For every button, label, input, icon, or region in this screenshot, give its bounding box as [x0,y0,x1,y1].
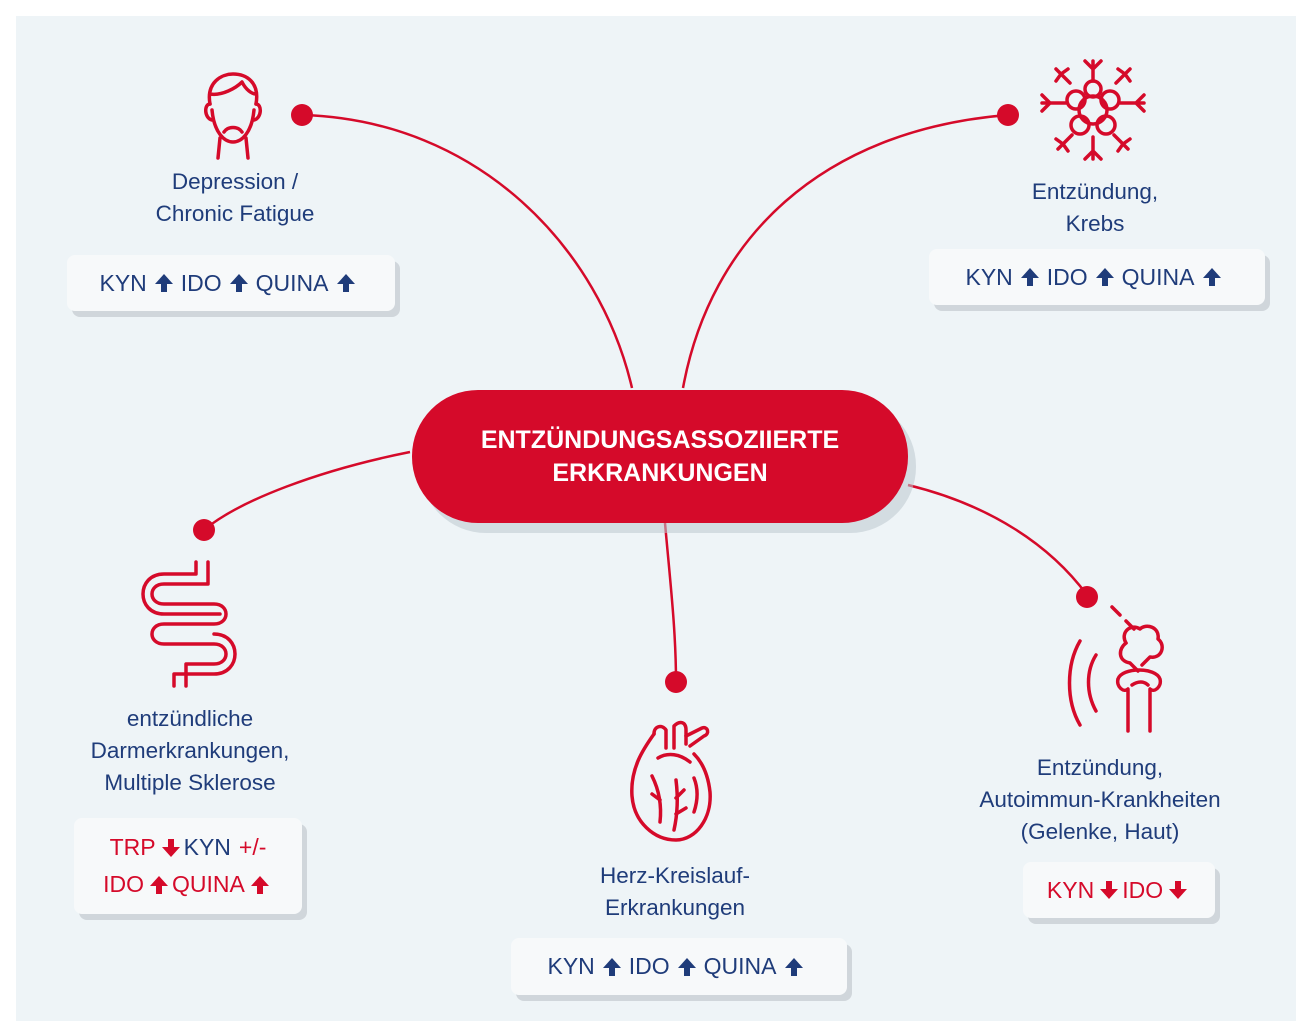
marker-kyn: KYN [99,269,147,296]
arrow-up-icon [1095,268,1114,286]
arrow-down-icon [1169,881,1188,899]
label-depression: Depression / Chronic Fatigue [155,169,315,226]
arrow-down-icon [1100,881,1119,899]
arrow-up-icon [229,274,248,292]
marker-kyn: KYN [547,953,595,979]
node-dot-auto [1076,586,1098,608]
arrow-up-icon [1020,268,1039,286]
node-dot-herz [665,671,687,693]
joint-icon [1067,605,1164,733]
marker-quina: QUINA [1121,263,1195,290]
marker-kyn: KYN [183,834,231,860]
arrow-down-icon [161,838,180,857]
markers-krebs: KYN IDO QUINA [929,249,1265,305]
marker-quina: QUINA [703,953,777,979]
arrow-up-icon [677,957,696,976]
marker-quina: QUINA [172,871,245,897]
marker-trp: TRP [109,834,156,860]
heart-icon [630,720,712,842]
connector-herz [663,522,678,683]
marker-kyn: KYN [1046,876,1095,903]
connector-depression [301,113,634,389]
arrow-up-icon [1202,268,1221,286]
intestine-icon [141,560,237,688]
markers-darm: TRP KYN +/- IDO QUINA [74,818,302,914]
marker-plusminus: +/- [238,834,267,860]
markers-depression: KYN IDO QUINA [67,255,395,311]
arrow-up-icon [602,957,621,976]
arrow-up-icon [784,957,803,976]
arrow-up-icon [154,274,173,292]
arrow-up-icon [150,875,169,894]
node-dot-krebs [997,104,1019,126]
markers-darm-row1: TRP KYN +/- [110,834,267,861]
tumor-cells-icon [1040,59,1146,161]
label-auto: Entzündung, Autoimmun-Krankheiten (Gelen… [979,755,1221,844]
arrow-up-icon [336,274,355,292]
node-dot-darm [193,519,215,541]
markers-darm-row2: IDO QUINA [103,871,273,898]
node-dot-depression [291,104,313,126]
face-icon [204,72,262,160]
center-title-line1: ENTZÜNDUNGSASSOZIIERTE [480,425,840,454]
connector-krebs [681,113,1009,389]
marker-ido: IDO [1122,876,1164,903]
marker-ido: IDO [180,269,222,296]
label-darm: entzündliche Darmerkrankungen, Multiple … [90,706,290,795]
marker-ido: IDO [103,871,145,897]
marker-ido: IDO [1046,263,1088,290]
marker-ido: IDO [628,953,670,979]
label-krebs: Entzündung, Krebs [1031,179,1159,236]
connector-darm [203,450,411,531]
arrow-up-icon [250,875,269,894]
markers-herz: KYN IDO QUINA [511,938,847,995]
center-node: ENTZÜNDUNGSASSOZIIERTE ERKRANKUNGEN [412,390,908,523]
markers-auto: KYN IDO [1023,862,1215,918]
marker-quina: QUINA [255,269,329,296]
center-title-line2: ERKRANKUNGEN [552,458,768,487]
marker-kyn: KYN [965,263,1013,290]
label-herz: Herz-Kreislauf- Erkrankungen [599,863,751,920]
connector-auto [907,483,1089,596]
